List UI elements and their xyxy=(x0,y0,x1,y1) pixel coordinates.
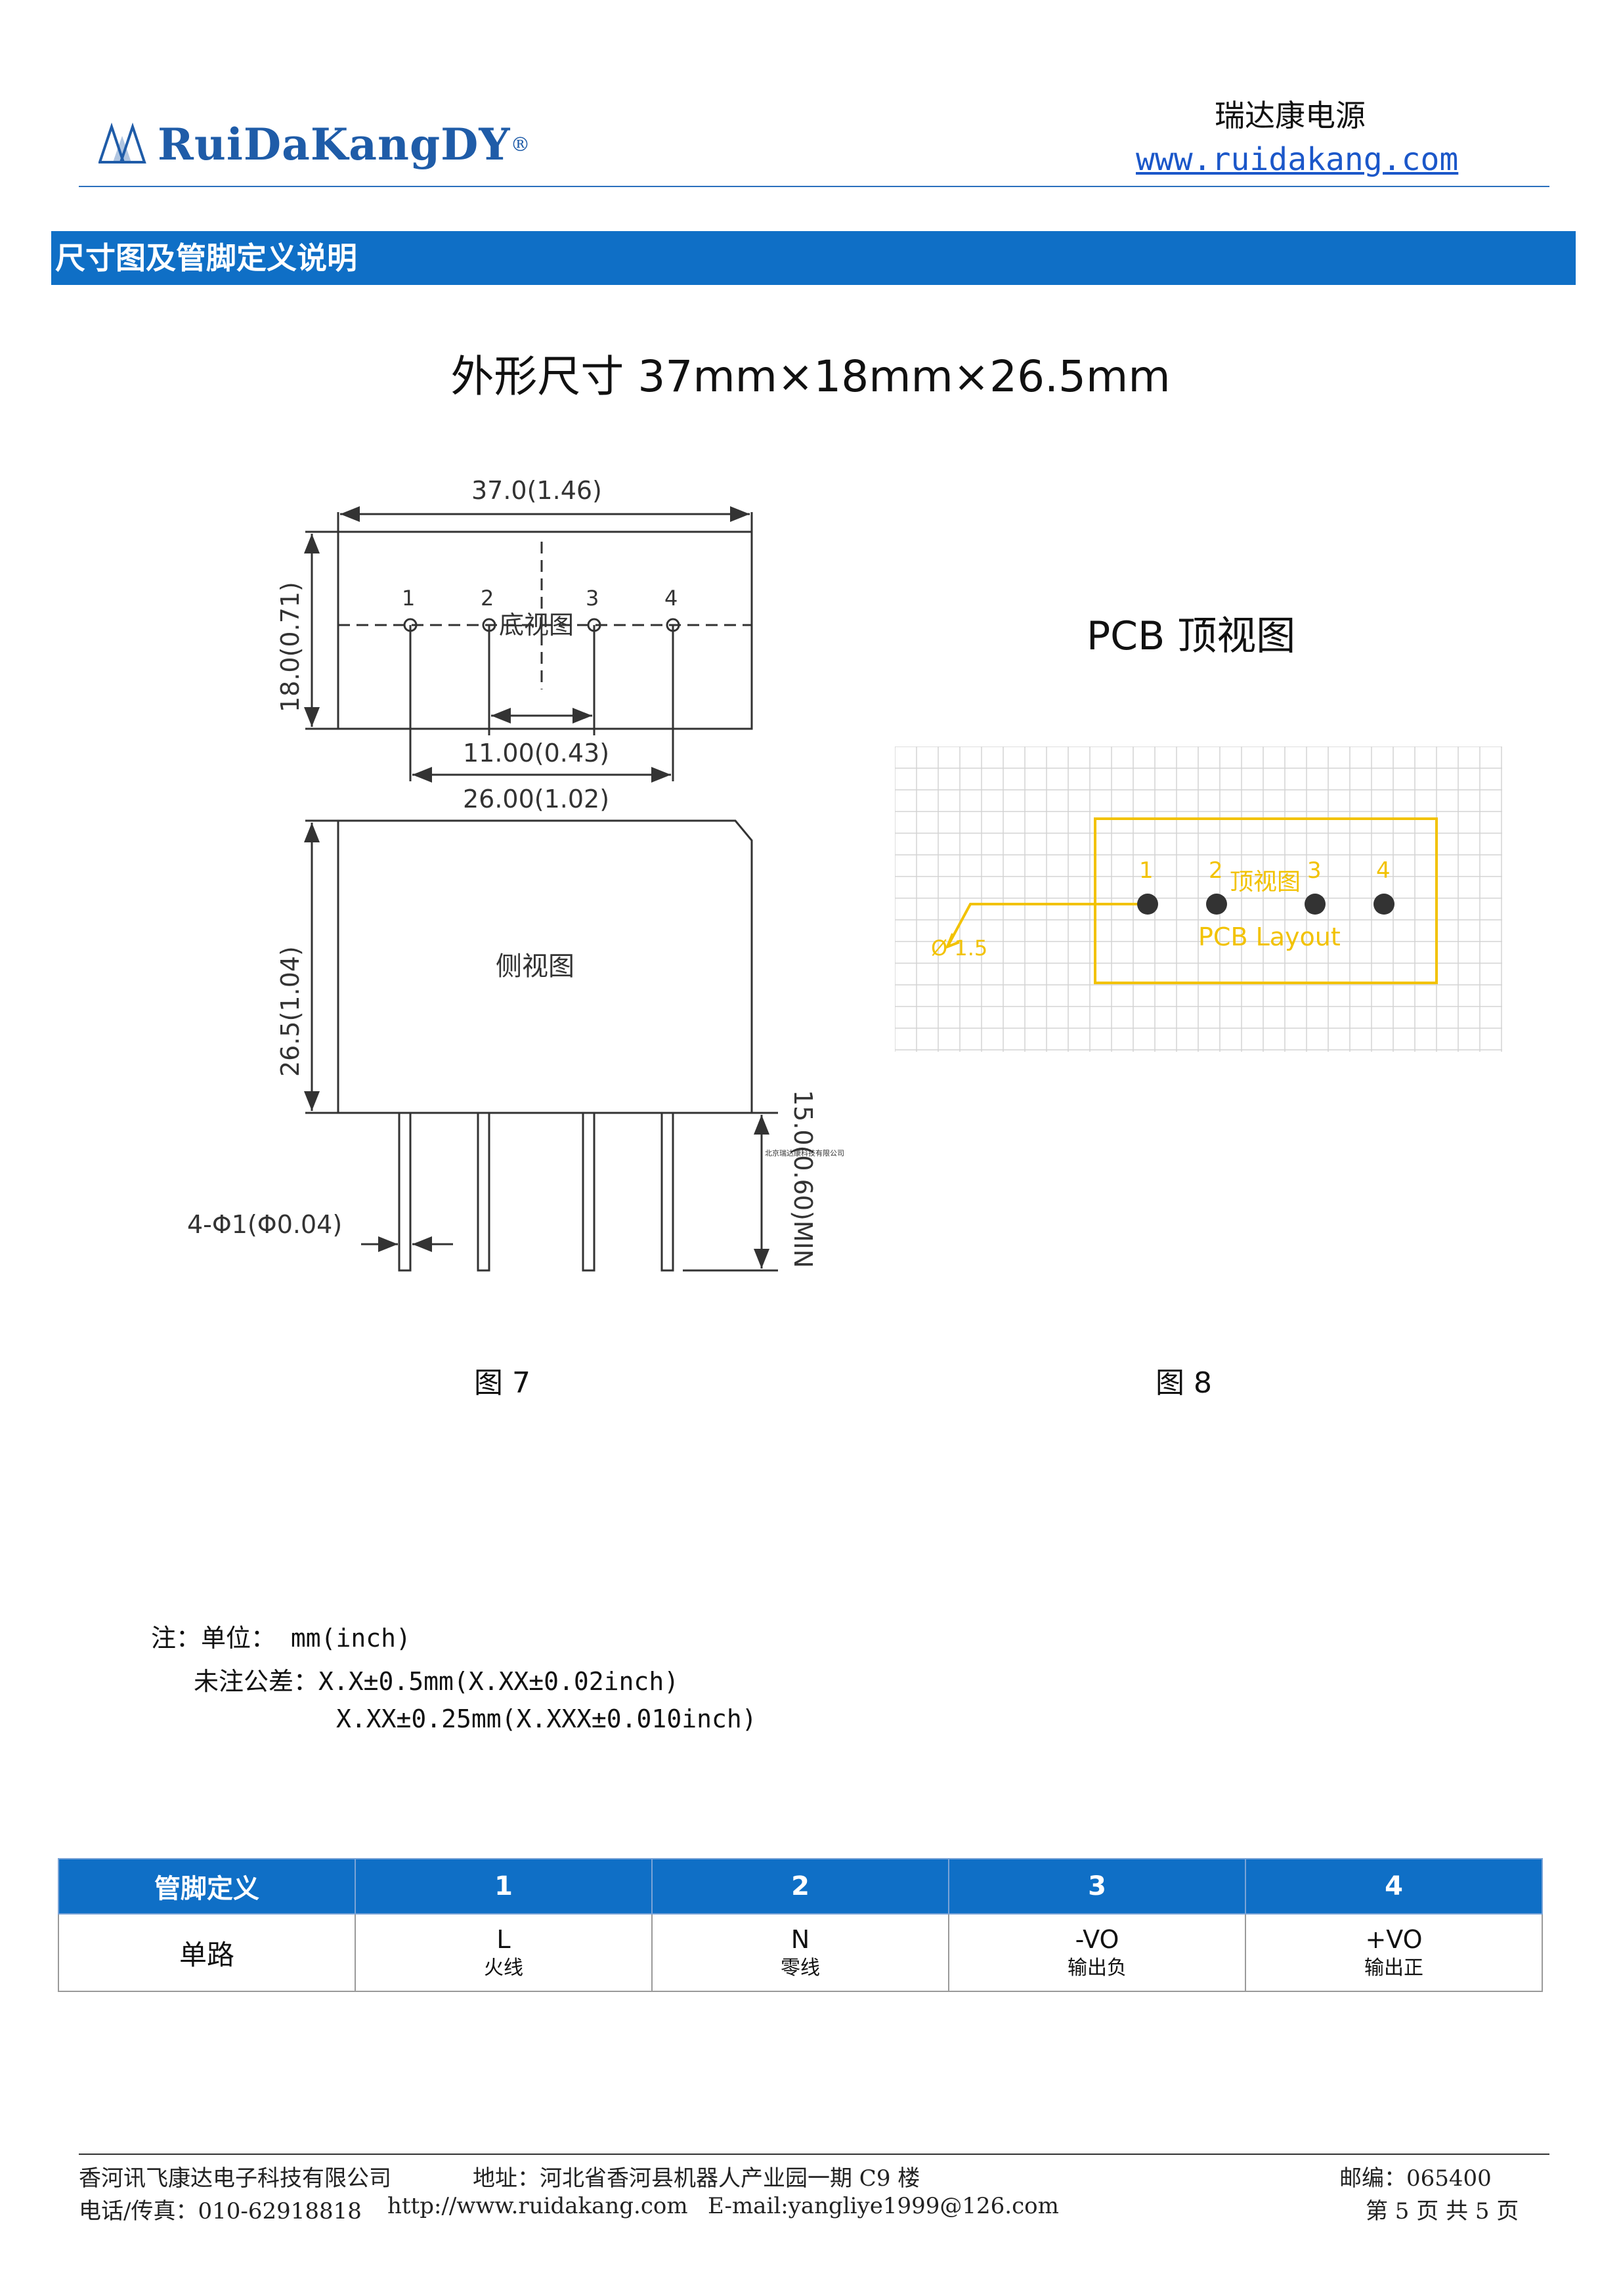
pin-3-cell: -VO 输出负 xyxy=(948,1913,1246,1992)
brand-name: 瑞达康电源 xyxy=(1215,98,1366,133)
figure-8-pcb-grid: 1 2 3 4 顶视图 PCB Layout Ø 1.5 xyxy=(895,747,1502,1052)
table-header-row: 管脚定义 1 2 3 4 xyxy=(58,1858,1543,1915)
figure-7-drawing: 37.0(1.46) 18.0(0.71) 1 2 3 4 底视图 11.00(… xyxy=(187,476,844,1272)
pcb-pin-1-number: 1 xyxy=(1139,857,1154,884)
pcb-hole-1 xyxy=(1137,894,1158,915)
pitch-dim-label: 11.00(0.43) xyxy=(463,739,609,768)
pin-3-symbol: -VO xyxy=(1075,1925,1119,1954)
header-pin-3: 3 xyxy=(948,1858,1246,1915)
side-height-dim-label: 26.5(1.04) xyxy=(276,946,305,1077)
dimensions-title: 外形尺寸 37mm×18mm×26.5mm xyxy=(450,351,1171,402)
header-pin-2: 2 xyxy=(651,1858,949,1915)
pcb-layout-label: PCB Layout xyxy=(1198,922,1341,951)
tiny-watermark-text: 北京瑞达康科技有限公司 xyxy=(765,1148,844,1158)
footer-website-link[interactable]: http://www.ruidakang.com xyxy=(387,2193,688,2219)
logo-wordmark: RuiDaKangDY xyxy=(158,119,511,170)
row-label-single: 单路 xyxy=(58,1913,356,1992)
hole-diameter-label: Ø 1.5 xyxy=(931,936,987,961)
bottom-pin-1-number: 1 xyxy=(402,586,415,611)
footer-email-link[interactable]: E-mail:yangliye1999@126.com xyxy=(708,2193,1059,2219)
pcb-pin-2-number: 2 xyxy=(1209,857,1223,884)
pin-4-desc: 输出正 xyxy=(1364,1957,1423,1980)
side-view-label: 侧视图 xyxy=(496,951,574,982)
pin-definition-table: 管脚定义 1 2 3 4 单路 L 火线 N 零线 -VO 输出负 +VO 输出… xyxy=(58,1858,1543,1992)
pin-1-leg xyxy=(398,1112,412,1272)
header-pin-1: 1 xyxy=(355,1858,653,1915)
note-tolerance-2: X.XX±0.25mm(X.XXX±0.010inch) xyxy=(336,1704,757,1733)
pin-length-dim-label: 15.0(0.60)MIN xyxy=(789,1090,817,1268)
hole-leader-line xyxy=(946,903,1138,947)
pin-1-symbol: L xyxy=(496,1925,511,1954)
header-pin-definition: 管脚定义 xyxy=(58,1858,356,1915)
pin-1-desc: 火线 xyxy=(484,1957,523,1980)
note-tolerance-1: 未注公差：X.X±0.5mm(X.XX±0.02inch) xyxy=(194,1667,680,1696)
header-divider xyxy=(79,186,1549,187)
span-dim-label: 26.00(1.02) xyxy=(463,785,609,813)
pcb-hole-4 xyxy=(1373,894,1394,915)
note-unit: 注：单位： mm(inch) xyxy=(151,1624,411,1653)
table-row: 单路 L 火线 N 零线 -VO 输出负 +VO 输出正 xyxy=(58,1913,1543,1992)
pin-3-leg xyxy=(582,1112,595,1272)
section-title: 尺寸图及管脚定义说明 xyxy=(55,240,357,276)
pcb-outline xyxy=(1094,817,1438,984)
pin-4-symbol: +VO xyxy=(1365,1925,1423,1954)
company-logo: RuiDaKangDY ® xyxy=(98,108,530,181)
brand-website-link[interactable]: www.ruidakang.com xyxy=(1136,141,1459,178)
bottom-pin-3-number: 3 xyxy=(586,586,599,611)
width-dim-label: 37.0(1.46) xyxy=(471,476,602,505)
pcb-hole-3 xyxy=(1305,894,1326,915)
bottom-pin-2-number: 2 xyxy=(481,586,494,611)
pin-4-cell: +VO 输出正 xyxy=(1245,1913,1543,1992)
pin-2-symbol: N xyxy=(790,1925,810,1954)
pin-3-desc: 输出负 xyxy=(1068,1957,1127,1980)
pin-4-leg xyxy=(660,1112,674,1272)
mountain-logo-icon xyxy=(98,122,146,163)
pin-1-cell: L 火线 xyxy=(355,1913,653,1992)
bottom-view-label: 底视图 xyxy=(499,611,574,639)
pcb-top-view-label: 顶视图 xyxy=(1230,869,1301,896)
pin-2-cell: N 零线 xyxy=(651,1913,949,1992)
footer-page-info: 第 5 页 共 5 页 xyxy=(1366,2198,1519,2224)
pcb-top-view-title: PCB 顶视图 xyxy=(1087,613,1296,659)
footer-postcode: 邮编：065400 xyxy=(1339,2165,1492,2192)
pin-2-desc: 零线 xyxy=(781,1957,820,1980)
pin-2-leg xyxy=(477,1112,490,1272)
figure-7-caption: 图 7 xyxy=(474,1366,530,1400)
bottom-view-outline xyxy=(337,531,753,730)
side-view-outline xyxy=(337,819,753,1114)
pcb-pin-3-number: 3 xyxy=(1307,857,1322,884)
pcb-pin-4-number: 4 xyxy=(1376,857,1391,884)
footer-company: 香河讯飞康达电子科技有限公司 xyxy=(79,2165,391,2192)
pcb-hole-2 xyxy=(1206,894,1227,915)
footer-address: 地址：河北省香河县机器人产业园一期 C9 楼 xyxy=(473,2165,920,2192)
header-pin-4: 4 xyxy=(1245,1858,1543,1915)
pin-diameter-label: 4-Φ1(Φ0.04) xyxy=(187,1210,342,1239)
bottom-pin-4-number: 4 xyxy=(664,586,678,611)
height-dim-label: 18.0(0.71) xyxy=(276,582,305,712)
footer-phone: 电话/传真：010-62918818 xyxy=(79,2198,362,2224)
registered-mark: ® xyxy=(510,133,530,156)
section-header-bar xyxy=(51,231,1576,285)
figure-8-caption: 图 8 xyxy=(1156,1366,1212,1400)
footer-divider xyxy=(79,2154,1549,2155)
